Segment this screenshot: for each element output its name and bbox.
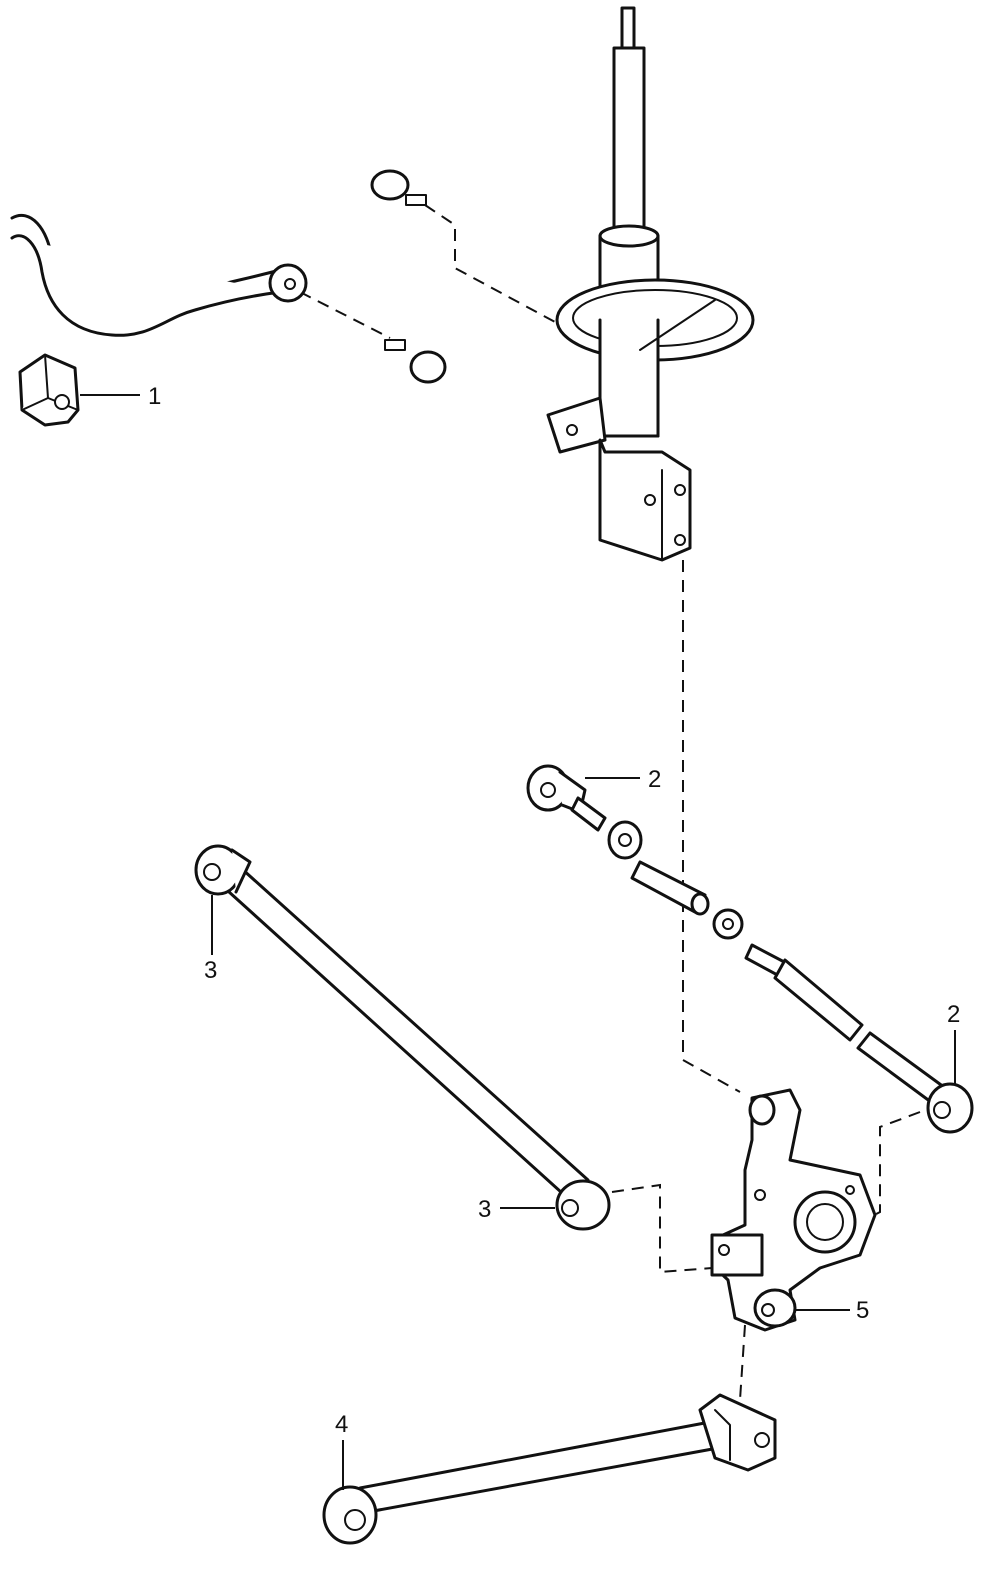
stabilizer-link (370, 169, 447, 384)
callout-1: 1 (148, 383, 161, 410)
rear-knuckle (710, 1088, 877, 1332)
stabilizer-bushing (18, 353, 80, 427)
callout-4: 4 (335, 1411, 348, 1438)
callout-labels: 1 2 3 2 3 5 4 (148, 383, 960, 1438)
leader-lines (80, 394, 956, 1490)
stabilizer-bar (10, 214, 308, 337)
callout-5: 5 (856, 1297, 869, 1324)
upper-adjustable-arm (526, 764, 974, 1134)
callout-2-right: 2 (947, 1001, 960, 1028)
trailing-arm (322, 1393, 777, 1545)
callout-2-top: 2 (648, 766, 661, 793)
callout-3-left: 3 (204, 957, 217, 984)
strut-assembly (546, 6, 755, 562)
assembly-lines (299, 204, 921, 1401)
callout-3-bottom: 3 (478, 1196, 491, 1223)
lower-lateral-arm (194, 844, 611, 1231)
